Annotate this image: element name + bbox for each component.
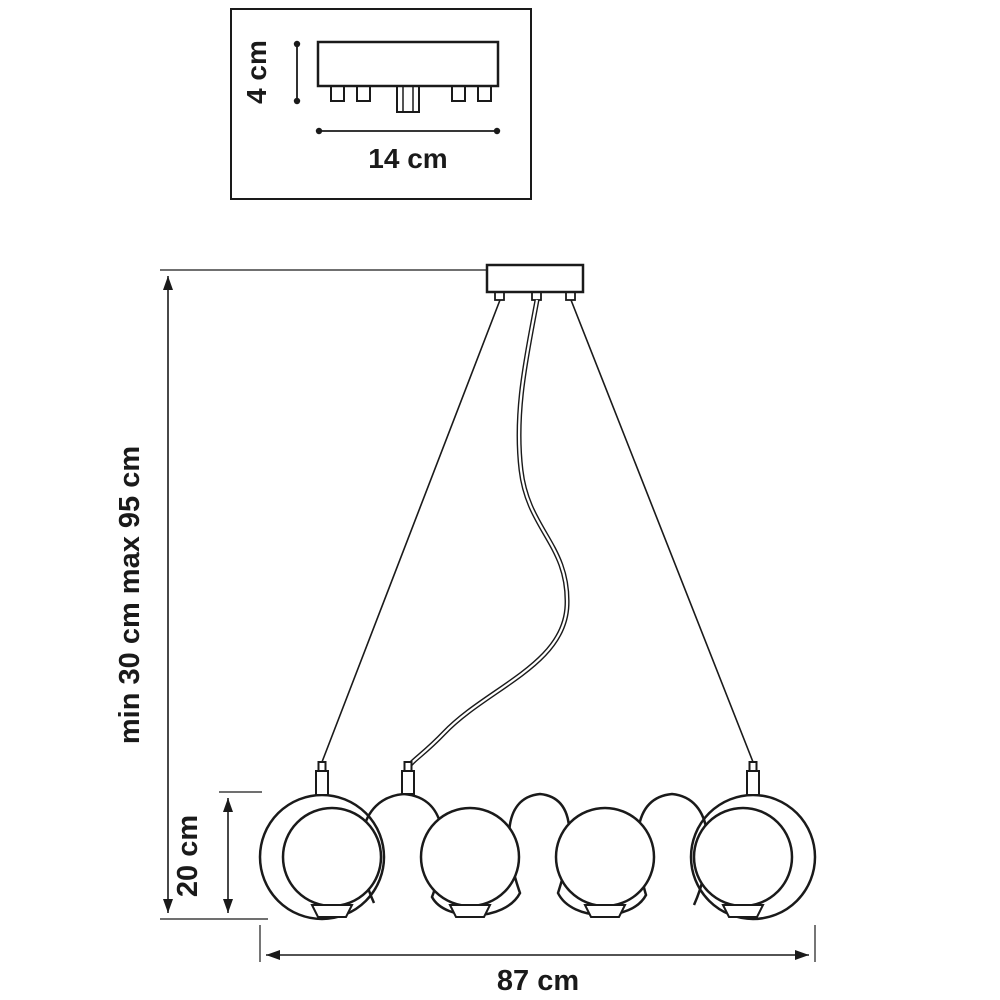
globe-2 xyxy=(419,806,521,908)
canopy-width-dimension: 14 cm xyxy=(315,127,501,174)
overall-width-label: 87 cm xyxy=(497,965,579,997)
inset-border xyxy=(230,8,532,200)
ceiling-plate xyxy=(485,263,585,301)
canopy-height-label: 4 cm xyxy=(241,40,272,104)
hanger-connectors xyxy=(315,761,760,796)
suspension-cable-left xyxy=(321,299,501,763)
suspension-range-label: min 30 cm max 95 cm xyxy=(114,446,146,744)
inset-panel: 4 cm 14 cm xyxy=(230,8,532,200)
globe-3 xyxy=(554,806,656,908)
suspension-cable-right xyxy=(570,299,754,763)
width-dimension: 87 cm xyxy=(259,925,816,997)
ribbon-loops xyxy=(359,792,710,917)
canopy-height-dimension: 4 cm xyxy=(241,40,301,105)
globe-4 xyxy=(692,806,794,908)
power-cord xyxy=(405,299,570,770)
body-height-dimension: 20 cm xyxy=(172,791,262,913)
globe-holders xyxy=(310,904,765,918)
chandelier-body xyxy=(258,761,817,921)
body-height-label: 20 cm xyxy=(172,815,204,897)
height-dimension: min 30 cm max 95 cm xyxy=(114,269,487,920)
canopy-width-label: 14 cm xyxy=(368,143,447,174)
canopy-side-view xyxy=(316,40,500,113)
globe-1 xyxy=(281,806,383,908)
